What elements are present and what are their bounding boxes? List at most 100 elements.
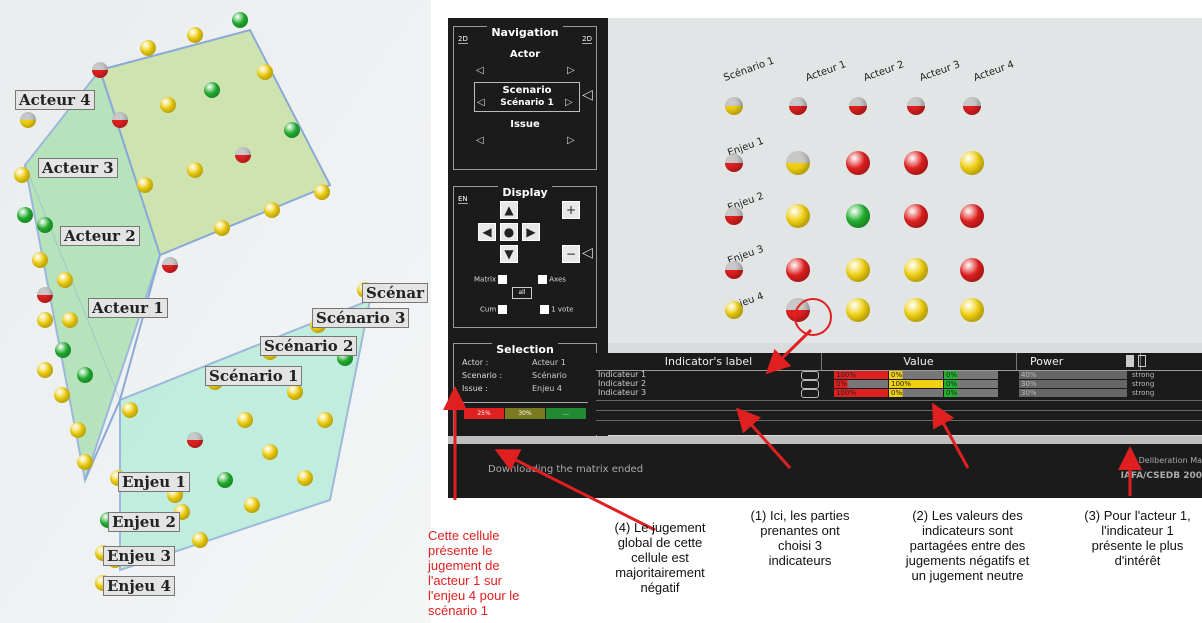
matrix-cell-sphere[interactable] (725, 261, 743, 279)
scenario-label: Scénario 2 (260, 336, 358, 356)
matrix-cell-sphere[interactable] (960, 258, 984, 282)
actor-label: Acteur 1 (88, 298, 168, 318)
matrix-cell-sphere[interactable] (846, 151, 870, 175)
3d-matrix-view: Acteur 4 Acteur 3 Acteur 2 Acteur 1 Scén… (0, 0, 431, 623)
center-button[interactable]: ● (500, 223, 518, 241)
matrix-cell-sphere[interactable] (960, 151, 984, 175)
actor-nav-label: Actor (509, 49, 541, 60)
indicator-label: Indicateur 2 (598, 379, 647, 388)
cum-label: Cum (480, 305, 497, 314)
pan-right-button[interactable]: ▶ (522, 223, 540, 241)
selected-cell-highlight[interactable] (794, 298, 832, 336)
issue-label: Enjeu 4 (103, 576, 175, 596)
3d-sphere (244, 497, 260, 513)
3d-sphere (257, 64, 273, 80)
matrix-cell-sphere[interactable] (960, 298, 984, 322)
matrix-cell-sphere[interactable] (904, 258, 928, 282)
link-icon[interactable] (801, 389, 819, 398)
indicator-value-cell: 0% (944, 389, 998, 397)
power-slider[interactable]: 30% (1019, 380, 1127, 388)
actor-prev-arrow-icon[interactable]: ◁ (476, 65, 484, 76)
scenario-next-arrow-icon[interactable]: ▷ (565, 97, 573, 108)
votes-label: 1 vote (551, 305, 574, 314)
annotation-2: (2) Les valeurs des indicateurs sont par… (905, 508, 1030, 583)
matrix-cell-sphere[interactable] (846, 258, 870, 282)
sort-icon[interactable] (1138, 355, 1146, 367)
scenario-box: Scenario ◁ Scénario 1 ▷ (474, 82, 580, 112)
issue-nav-label: Issue (510, 119, 540, 130)
language-toggle[interactable]: EN (458, 195, 468, 204)
axes-checkbox[interactable] (538, 275, 547, 284)
strength-label: strong (1132, 389, 1155, 397)
3d-sphere (14, 167, 30, 183)
matrix-cell-sphere[interactable] (725, 301, 743, 319)
cum-checkbox[interactable] (498, 305, 508, 314)
indicator-table: Indicator's label Value Power Indicateur… (596, 353, 1202, 435)
selection-issue-label: Issue : (462, 384, 488, 393)
status-bar: Downloading the matrix ended Deliberatio… (448, 444, 1202, 498)
mode-2d-left[interactable]: 2D (458, 35, 468, 44)
issue-prev-arrow-icon[interactable]: ◁ (476, 135, 484, 146)
matrix-cell-sphere[interactable] (725, 154, 743, 172)
link-icon[interactable] (801, 371, 819, 380)
3d-sphere (57, 272, 73, 288)
actor-label: Acteur 3 (38, 158, 118, 178)
trash-icon[interactable] (1126, 355, 1134, 367)
3d-sphere (32, 252, 48, 268)
zoom-out-button[interactable]: − (562, 245, 580, 263)
3d-sphere (204, 82, 220, 98)
3d-sphere (262, 444, 278, 460)
matrix-cell-sphere[interactable] (786, 258, 810, 282)
header-indicator-label: Indicator's label (596, 353, 822, 370)
matrix-view: Scénario 1 Acteur 1 Acteur 2 Acteur 3 Ac… (608, 18, 1202, 343)
indicator-label: Indicateur 1 (598, 370, 647, 379)
matrix-cell-sphere[interactable] (846, 298, 870, 322)
matrix-cell-sphere[interactable] (849, 97, 867, 115)
power-slider[interactable]: 30% (1019, 389, 1127, 397)
matrix-cell-sphere[interactable] (789, 97, 807, 115)
strength-label: strong (1132, 371, 1155, 379)
3d-sphere (17, 207, 33, 223)
pan-down-button[interactable]: ▼ (500, 245, 518, 263)
matrix-cell-sphere[interactable] (960, 204, 984, 228)
matrix-column-label: Acteur 3 (918, 59, 962, 84)
matrix-cell-sphere[interactable] (786, 204, 810, 228)
summary-negative: 25% (464, 408, 504, 419)
actor-label: Acteur 4 (15, 90, 95, 110)
all-button[interactable]: all (512, 287, 532, 299)
footer-org: IAFA/CSEDB 200 (1120, 471, 1202, 481)
matrix-cell-sphere[interactable] (786, 151, 810, 175)
power-slider[interactable]: 40% (1019, 371, 1127, 379)
matrix-cell-sphere[interactable] (907, 97, 925, 115)
zoom-in-button[interactable]: + (562, 201, 580, 219)
issue-next-arrow-icon[interactable]: ▷ (567, 135, 575, 146)
actor-next-arrow-icon[interactable]: ▷ (567, 65, 575, 76)
matrix-checkbox[interactable] (498, 275, 508, 284)
annotation-3: (3) Pour l'acteur 1, l'indicateur 1 prés… (1084, 508, 1191, 568)
scenario-prev-arrow-icon[interactable]: ◁ (477, 97, 485, 108)
matrix-cell-sphere[interactable] (725, 207, 743, 225)
actor-label: Acteur 2 (60, 226, 140, 246)
header-power: Power (1016, 353, 1141, 370)
selection-title: Selection (492, 343, 558, 356)
matrix-cell-sphere[interactable] (725, 97, 743, 115)
3d-sphere (37, 362, 53, 378)
matrix-cell-sphere[interactable] (904, 204, 928, 228)
issue-label: Enjeu 2 (108, 512, 180, 532)
matrix-cell-sphere[interactable] (904, 151, 928, 175)
3d-sphere (20, 112, 36, 128)
pan-left-button[interactable]: ◀ (478, 223, 496, 241)
mode-2d-right[interactable]: 2D (582, 35, 592, 44)
matrix-cell-sphere[interactable] (963, 97, 981, 115)
votes-checkbox[interactable] (540, 305, 549, 314)
pan-up-button[interactable]: ▲ (500, 201, 518, 219)
3d-sphere (160, 97, 176, 113)
indicator-value-cell: 0% (889, 389, 943, 397)
scenario-current-value: Scénario 1 (500, 98, 554, 108)
link-icon[interactable] (801, 380, 819, 389)
matrix-cell-sphere[interactable] (846, 204, 870, 228)
matrix-cell-sphere[interactable] (904, 298, 928, 322)
